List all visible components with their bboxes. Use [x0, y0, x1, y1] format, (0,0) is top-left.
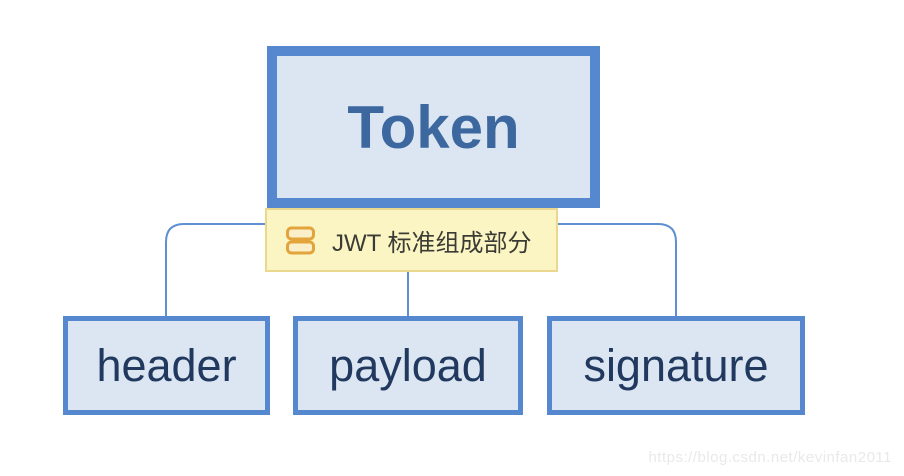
connector-token-header: [165, 223, 265, 316]
note-jwt: JWT 标准组成部分: [265, 208, 558, 272]
node-header-label: header: [96, 339, 237, 391]
node-signature-label: signature: [583, 339, 769, 391]
node-signature: signature: [547, 316, 805, 415]
rows-icon: [286, 226, 315, 254]
note-label: JWT 标准组成部分: [332, 229, 532, 257]
watermark: https://blog.csdn.net/kevinfan2011: [648, 449, 892, 466]
node-token: Token: [267, 46, 600, 208]
node-payload: payload: [293, 316, 523, 415]
connector-token-signature: [558, 223, 677, 316]
node-token-label: Token: [347, 93, 520, 161]
node-header: header: [63, 316, 270, 415]
node-payload-label: payload: [329, 339, 487, 391]
